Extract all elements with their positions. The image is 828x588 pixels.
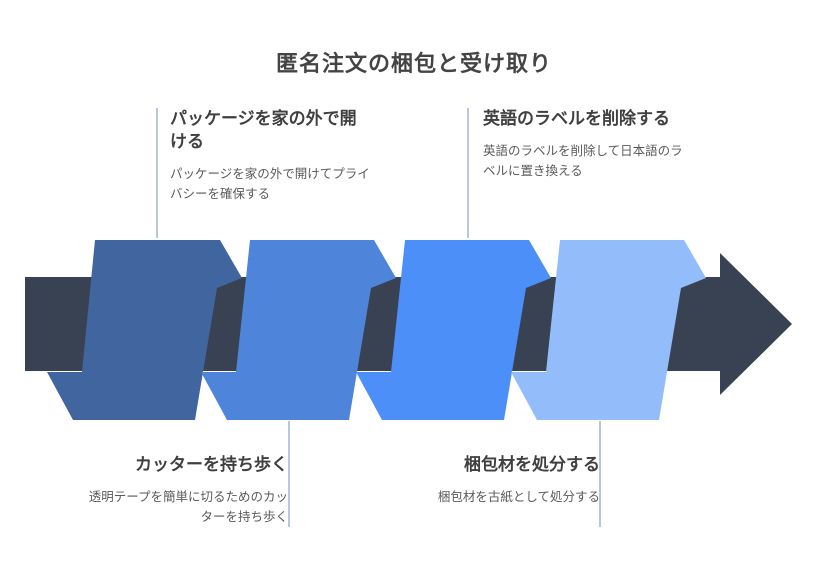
step-description: パッケージを家の外で開けてプライバシーを確保する [170, 166, 370, 201]
step-block-package-opening: パッケージを家の外で開ける パッケージを家の外で開けてプライバシーを確保する [170, 108, 370, 204]
diagram-title: 匿名注文の梱包と受け取り [275, 52, 552, 77]
step-description: 梱包材を古紙として処分する [437, 489, 600, 504]
step-segment-4 [511, 240, 706, 420]
step-block-remove-label: 英語のラベルを削除する 英語のラベルを削除して日本語のラベルに置き換える [483, 108, 683, 181]
step-block-carry-cutter: カッターを持ち歩く 透明テープを簡単に切るためのカッターを持ち歩く [88, 454, 288, 527]
step-segment-2 [201, 240, 396, 420]
step-description: 英語のラベルを削除して日本語のラベルに置き換える [483, 143, 683, 178]
step-description: 透明テープを簡単に切るためのカッターを持ち歩く [88, 489, 288, 524]
step-title: カッターを持ち歩く [135, 455, 288, 475]
step-segment-3 [356, 240, 551, 420]
step-title: 梱包材を処分する [464, 455, 600, 475]
step-title: 英語のラベルを削除する [483, 109, 670, 129]
step-segment-1 [47, 240, 242, 420]
step-title: パッケージを家の外で開ける [170, 109, 357, 152]
step-block-dispose-packaging: 梱包材を処分する 梱包材を古紙として処分する [400, 454, 600, 507]
